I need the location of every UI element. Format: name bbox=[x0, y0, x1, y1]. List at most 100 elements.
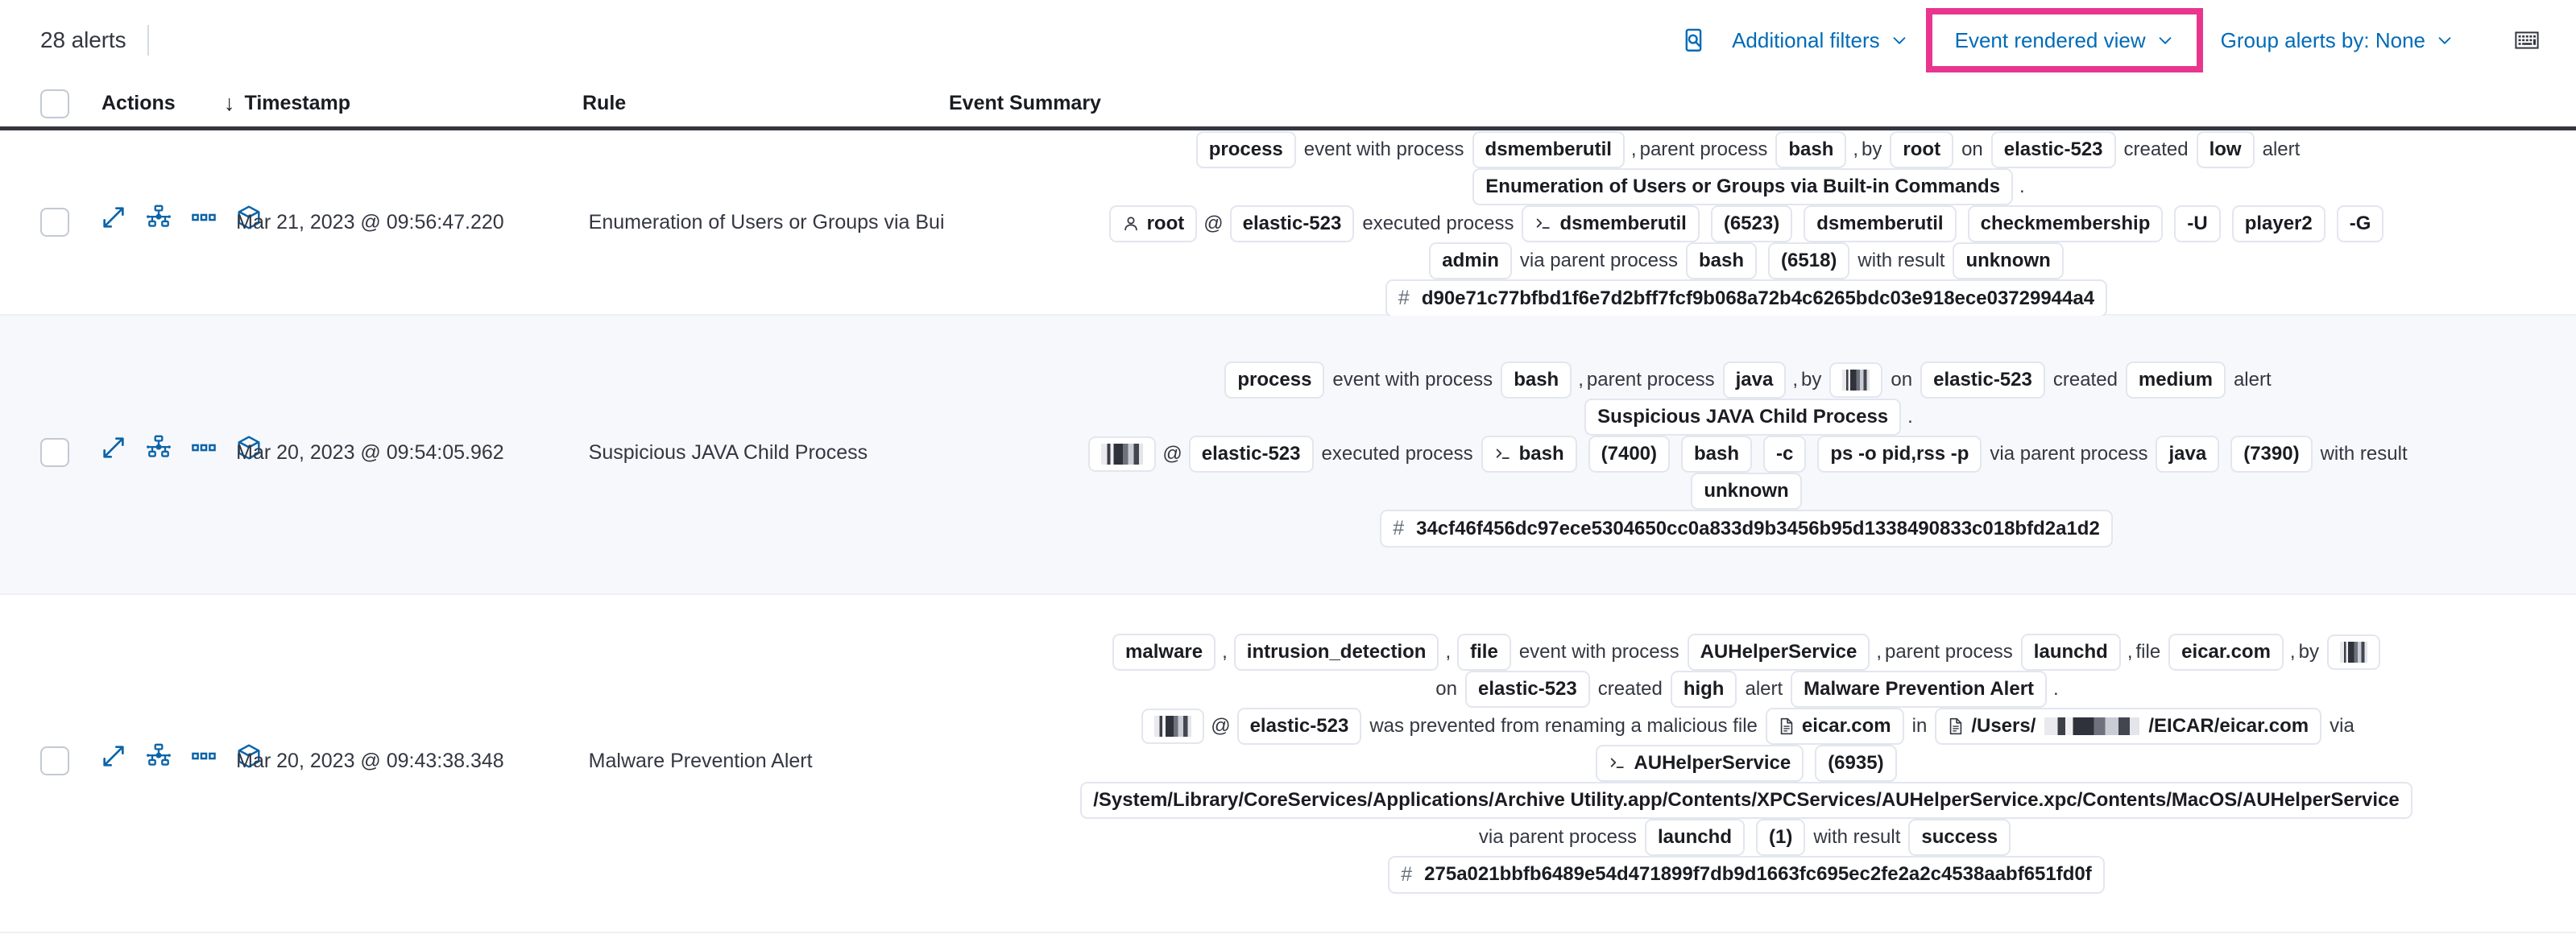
select-all-checkbox[interactable] bbox=[40, 89, 69, 118]
event-field-token[interactable]: malware bbox=[1112, 633, 1216, 671]
analyze-event-icon[interactable] bbox=[146, 743, 172, 769]
event-field-token[interactable]: file bbox=[1457, 633, 1511, 671]
event-field-token[interactable]: java bbox=[1722, 362, 1787, 399]
event-field-token[interactable]: dsmemberutil bbox=[1522, 205, 1700, 242]
session-view-icon[interactable] bbox=[236, 205, 262, 230]
event-hash-token[interactable]: #34cf46f456dc97ece5304650cc0a833d9b3456b… bbox=[1380, 510, 2113, 548]
event-field-token[interactable]: bash bbox=[1775, 131, 1847, 168]
event-field-token[interactable]: elastic-523 bbox=[1990, 131, 2116, 168]
event-field-token[interactable]: launchd bbox=[1644, 818, 1745, 856]
column-header-timestamp[interactable]: ↓ Timestamp bbox=[224, 91, 582, 116]
event-field-token[interactable]: player2 bbox=[2231, 205, 2325, 242]
analyze-event-icon[interactable] bbox=[146, 435, 172, 461]
expand-icon[interactable] bbox=[101, 743, 126, 769]
event-hash-token[interactable]: #275a021bbfb6489e54d471899f7db9d1663fc69… bbox=[1388, 855, 2105, 894]
more-actions-icon[interactable] bbox=[191, 743, 217, 769]
event-field-token[interactable] bbox=[1141, 708, 1205, 744]
event-field-token[interactable]: java bbox=[2156, 436, 2220, 473]
event-field-token[interactable]: eicar.com bbox=[1765, 707, 1904, 745]
event-field-token[interactable]: dsmemberutil bbox=[1472, 131, 1625, 168]
event-field-token[interactable]: success bbox=[1908, 818, 2011, 856]
redacted-value bbox=[1842, 370, 1870, 391]
event-field-token[interactable]: admin bbox=[1429, 242, 1512, 279]
event-field-token[interactable]: low bbox=[2196, 131, 2255, 168]
column-header-rule[interactable]: Rule bbox=[582, 92, 949, 115]
row-checkbox[interactable] bbox=[40, 208, 69, 237]
event-field-token[interactable]: process bbox=[1224, 362, 1325, 399]
event-field-token[interactable]: Enumeration of Users or Groups via Built… bbox=[1472, 168, 2014, 205]
session-view-icon[interactable] bbox=[236, 435, 262, 461]
row-rule-name[interactable]: Enumeration of Users or Groups via Bui bbox=[588, 211, 945, 234]
session-view-icon[interactable] bbox=[236, 743, 262, 769]
event-hash-token[interactable]: #d90e71c77bfbd1f6e7d2bff7fcf9b068a72b4c6… bbox=[1385, 279, 2108, 317]
row-checkbox[interactable] bbox=[40, 438, 69, 467]
expand-icon[interactable] bbox=[101, 435, 126, 461]
event-field-token[interactable]: unknown bbox=[1953, 242, 2064, 279]
event-field-token[interactable]: (1) bbox=[1755, 818, 1806, 856]
event-field-token[interactable]: high bbox=[1670, 670, 1737, 708]
expand-icon[interactable] bbox=[101, 205, 126, 230]
event-rendered-view-button[interactable]: Event rendered view bbox=[1940, 19, 2189, 61]
event-field-token[interactable]: Malware Prevention Alert bbox=[1791, 670, 2048, 708]
event-field-token[interactable]: elastic-523 bbox=[1229, 205, 1355, 242]
token-label: elastic-523 bbox=[1242, 213, 1342, 234]
event-field-token[interactable]: elastic-523 bbox=[1464, 670, 1590, 708]
event-field-token[interactable]: bash bbox=[1501, 362, 1572, 399]
hash-symbol: # bbox=[1398, 287, 1410, 309]
event-field-token[interactable]: -U bbox=[2174, 205, 2221, 242]
event-field-token[interactable]: elastic-523 bbox=[1920, 362, 2045, 399]
event-field-token[interactable]: AUHelperService bbox=[1687, 633, 1870, 671]
console-icon bbox=[1494, 445, 1512, 463]
row-checkbox[interactable] bbox=[40, 746, 69, 775]
row-rule-name[interactable]: Malware Prevention Alert bbox=[588, 750, 813, 772]
event-field-token[interactable]: -G bbox=[2336, 205, 2384, 242]
event-field-token[interactable]: intrusion_detection bbox=[1233, 633, 1439, 671]
event-field-token[interactable]: launchd bbox=[2020, 633, 2121, 671]
token-label: java bbox=[2168, 443, 2207, 465]
more-actions-icon[interactable] bbox=[191, 435, 217, 461]
event-field-token[interactable]: root bbox=[1108, 205, 1198, 242]
token-label: malware bbox=[1125, 640, 1203, 663]
more-actions-icon[interactable] bbox=[191, 205, 217, 230]
event-field-token[interactable]: Suspicious JAVA Child Process bbox=[1584, 399, 1902, 436]
event-field-token[interactable] bbox=[2326, 634, 2380, 670]
event-field-token[interactable]: bash bbox=[1686, 242, 1758, 279]
event-field-token[interactable]: -c bbox=[1763, 436, 1807, 473]
event-field-token[interactable]: AUHelperService bbox=[1596, 744, 1804, 782]
event-field-token[interactable] bbox=[1829, 362, 1883, 398]
event-field-token[interactable]: bash bbox=[1681, 436, 1753, 473]
event-field-token[interactable]: ps -o pid,rss -p bbox=[1817, 436, 1982, 473]
event-field-token[interactable]: root bbox=[1890, 131, 1954, 168]
event-field-token[interactable]: /System/Library/CoreServices/Application… bbox=[1080, 781, 2412, 819]
event-field-token[interactable]: (6935) bbox=[1815, 744, 1897, 782]
event-field-token[interactable]: elastic-523 bbox=[1236, 707, 1362, 745]
event-field-token[interactable]: eicar.com bbox=[2168, 633, 2284, 671]
event-field-token[interactable]: (7390) bbox=[2230, 436, 2313, 473]
group-alerts-by-button[interactable]: Group alerts by: None bbox=[2206, 19, 2468, 61]
summary-text: alert bbox=[1745, 677, 1783, 700]
keyboard-icon[interactable] bbox=[2505, 19, 2549, 62]
event-field-token[interactable]: dsmemberutil bbox=[1804, 205, 1957, 242]
additional-filters-button[interactable]: Additional filters bbox=[1717, 19, 1923, 61]
event-field-token[interactable] bbox=[1088, 436, 1157, 472]
event-field-token[interactable]: (6518) bbox=[1768, 242, 1850, 279]
event-field-token[interactable]: bash bbox=[1481, 436, 1577, 473]
analyze-event-icon[interactable] bbox=[146, 205, 172, 230]
event-field-token[interactable]: process bbox=[1195, 131, 1296, 168]
event-field-token[interactable]: medium bbox=[2125, 362, 2226, 399]
summary-text: , bbox=[1578, 369, 1584, 391]
column-header-event-summary[interactable]: Event Summary bbox=[949, 92, 2576, 115]
event-field-token[interactable]: unknown bbox=[1691, 473, 1802, 510]
inspect-search-icon[interactable] bbox=[1675, 19, 1717, 61]
event-field-token[interactable]: elastic-523 bbox=[1188, 436, 1314, 473]
event-field-token[interactable]: (7400) bbox=[1588, 436, 1670, 473]
row-rule-name[interactable]: Suspicious JAVA Child Process bbox=[588, 441, 868, 464]
event-field-token[interactable]: /Users//EICAR/eicar.com bbox=[1935, 707, 2322, 745]
event-field-token[interactable]: checkmembership bbox=[1967, 205, 2164, 242]
event-field-token[interactable]: (6523) bbox=[1710, 205, 1793, 242]
summary-line: Suspicious JAVA Child Process. bbox=[949, 399, 2544, 436]
